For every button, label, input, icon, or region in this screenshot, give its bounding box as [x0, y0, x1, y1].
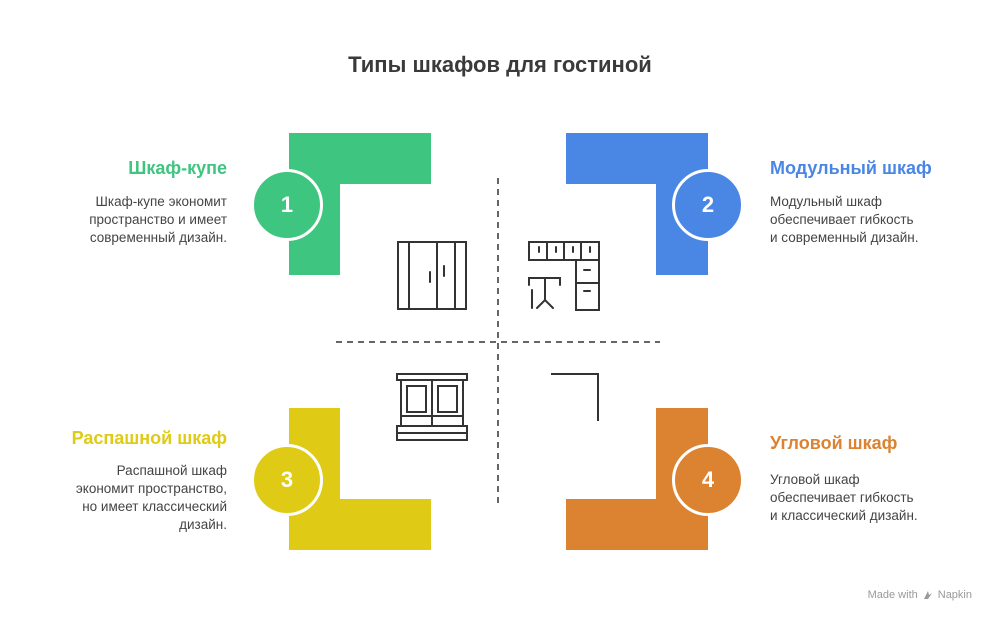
quadrant-4-description: Угловой шкаф обеспечивает гибкость и кла… — [770, 471, 918, 525]
made-with-napkin-badge[interactable]: Made with Napkin — [868, 589, 972, 601]
quadrant-3-number-badge: 3 — [251, 444, 323, 516]
quadrant-4-title: Угловой шкаф — [770, 433, 898, 453]
napkin-brand-label: Napkin — [937, 589, 972, 601]
modular-wardrobe-icon — [528, 241, 600, 311]
quadrant-2-number-badge: 2 — [672, 169, 744, 241]
quadrant-4-shape — [566, 408, 708, 550]
quadrant-2-title: Модульный шкаф — [770, 158, 932, 178]
quadrant-2-number: 2 — [701, 192, 715, 217]
quadrant-2-shape — [566, 133, 708, 275]
quadrant-1-line: Шкаф-купе экономит — [95, 194, 228, 209]
quadrant-1-shape — [289, 133, 431, 275]
quadrant-3-title: Распашной шкаф — [71, 428, 227, 448]
quadrant-4-line: обеспечивает гибкость — [770, 490, 914, 505]
quadrant-1-description: Шкаф-купе экономит пространство и имеет … — [89, 193, 227, 247]
quadrant-1-number-badge: 1 — [251, 169, 323, 241]
quadrant-4-line: и классический дизайн. — [770, 508, 918, 523]
corner-wardrobe-icon — [551, 373, 599, 421]
swing-wardrobe-icon — [396, 373, 468, 441]
quadrant-3-description: Распашной шкаф экономит пространство, но… — [76, 462, 227, 534]
quadrant-3-number: 3 — [280, 467, 294, 492]
napkin-logo-icon — [923, 591, 932, 599]
quadrant-3-line: Распашной шкаф — [116, 463, 227, 478]
quadrant-1-line: пространство и имеет — [89, 212, 227, 227]
quadrant-3-line: дизайн. — [179, 517, 227, 532]
quadrant-4-line: Угловой шкаф — [770, 472, 860, 487]
quadrant-1-number: 1 — [280, 192, 294, 217]
quadrant-3-line: но имеет классический — [82, 499, 227, 514]
quadrant-2-description: Модульный шкаф обеспечивает гибкость и с… — [770, 193, 918, 247]
quadrant-4-number-badge: 4 — [672, 444, 744, 516]
quadrant-2-line: Модульный шкаф — [770, 194, 882, 209]
quadrant-2-line: обеспечивает гибкость — [770, 212, 914, 227]
quadrant-4-number: 4 — [701, 467, 715, 492]
quadrant-1-title: Шкаф-купе — [128, 158, 227, 178]
quadrant-2-line: и современный дизайн. — [770, 230, 919, 245]
sliding-wardrobe-icon — [397, 241, 467, 310]
page-title: Типы шкафов для гостиной — [348, 52, 652, 77]
quadrant-3-shape — [289, 408, 431, 550]
made-with-label: Made with — [867, 589, 918, 601]
quadrant-3-line: экономит пространство, — [75, 481, 227, 496]
quadrant-1-line: современный дизайн. — [89, 230, 227, 245]
